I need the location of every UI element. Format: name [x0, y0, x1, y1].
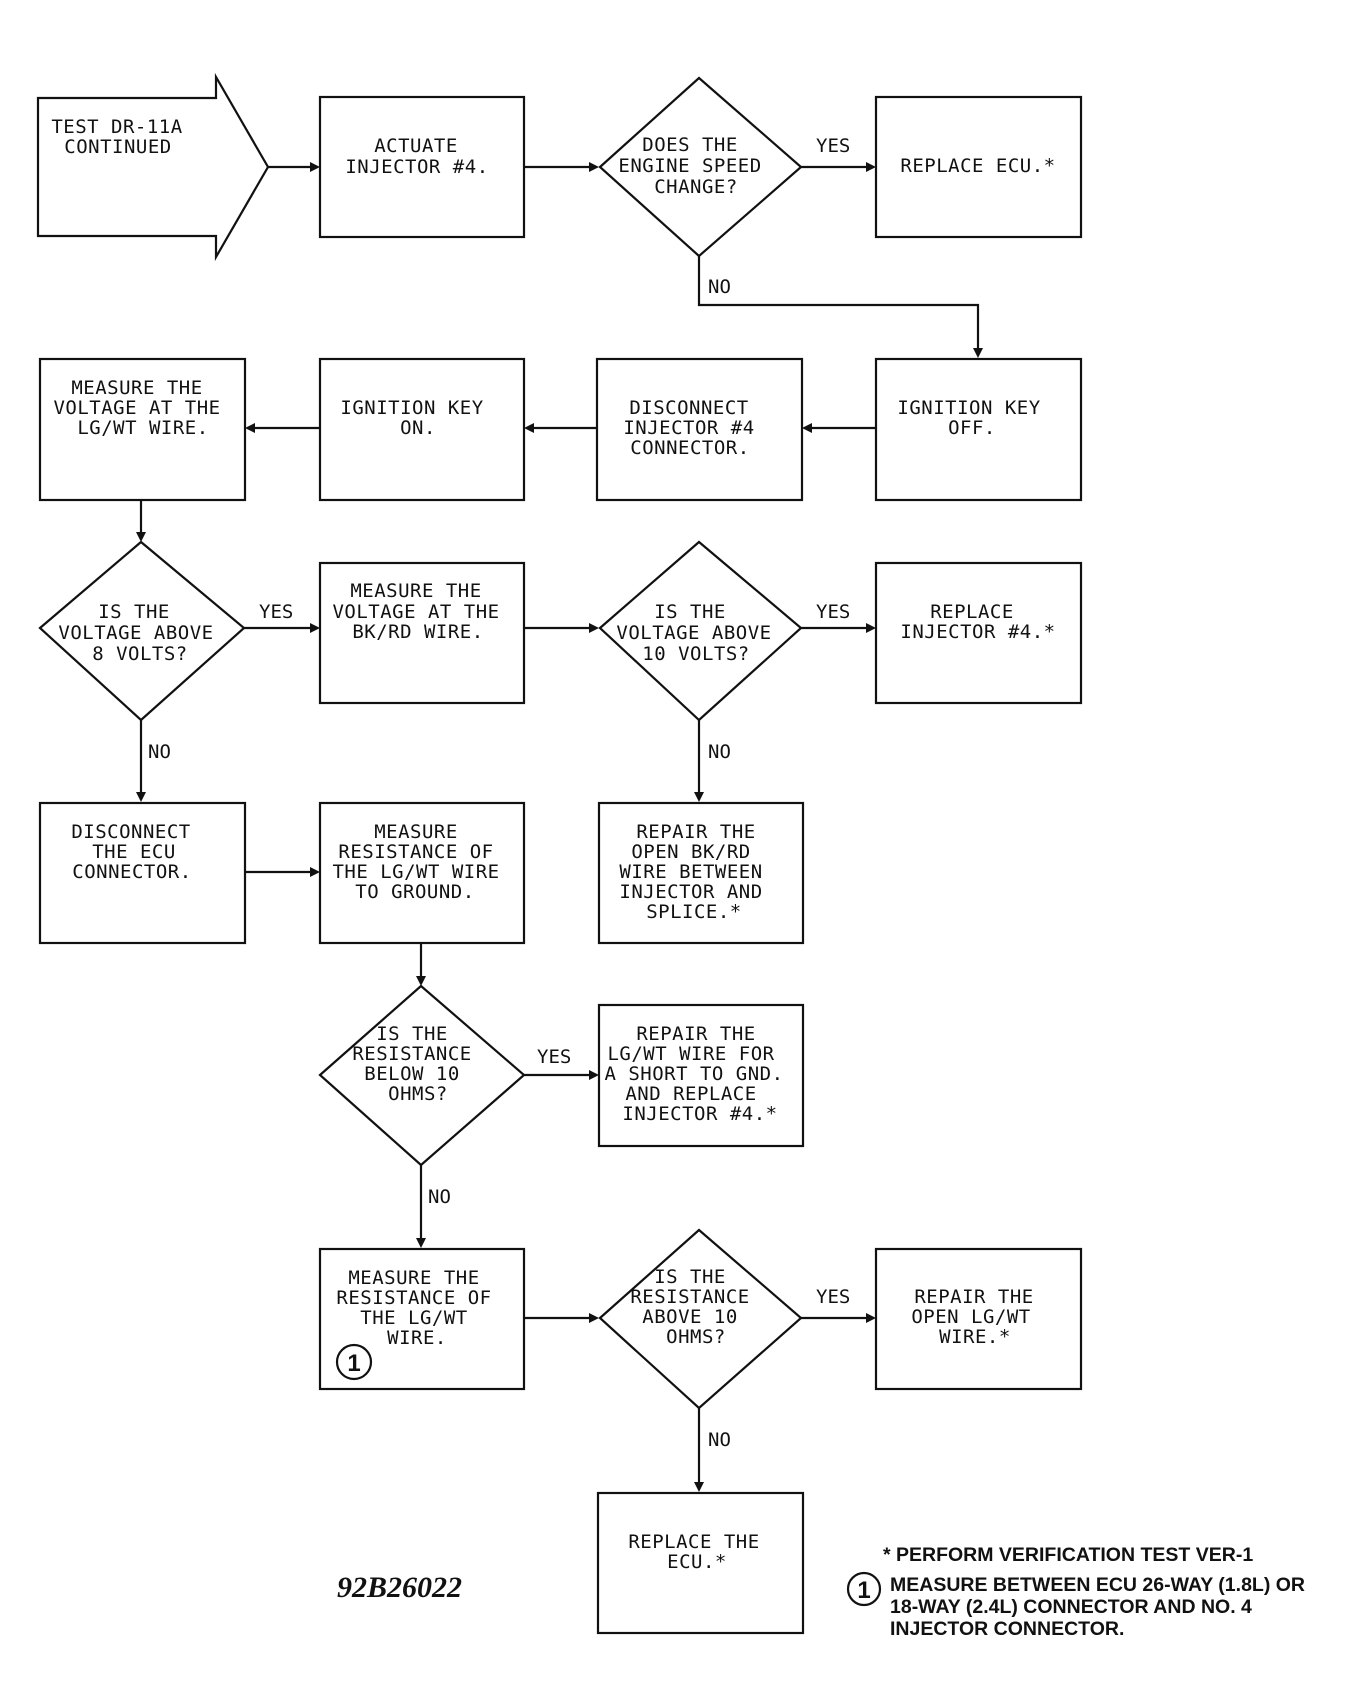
note-1-line-2: 18-WAY (2.4L) CONNECTOR AND NO. 4	[890, 1596, 1252, 1618]
svg-text:IS THE VOLTAGE ABOVE: IS THE VOLTAGE ABOVE 8 VOLTS?	[58, 601, 225, 665]
disconnect-injector-box: DISCONNECT INJECTOR #4 CONNECTOR.	[595, 357, 804, 502]
svg-text:TEST DR-11A CONTINUED: TEST DR-11A CONTINUED	[51, 116, 194, 158]
svg-text:MEASURE RESISTANCE OF: MEASURE RESISTANCE OF THE LG/WT WIRE TO …	[332, 821, 511, 903]
svg-text:MEASURE THE VOLTAGE AT T: MEASURE THE VOLTAGE AT THE LG/WT WIRE.	[53, 377, 232, 439]
yes-label: YES	[816, 601, 850, 623]
measure-resistance-lgwt-box: MEASURE THE RESISTANCE OF THE LG/WT WIRE…	[318, 1247, 526, 1391]
repair-open-bkrd-box: REPAIR THE OPEN BK/RD WIRE BETWEEN INJEC…	[597, 801, 805, 945]
measure-lgwt-voltage-box: MEASURE THE VOLTAGE AT THE LG/WT WIRE.	[38, 357, 247, 502]
svg-text:IS THE VOLTAGE ABOVE: IS THE VOLTAGE ABOVE 10 VOLTS?	[616, 601, 783, 665]
disconnect-ecu-box: DISCONNECT THE ECU CONNECTOR.	[38, 801, 247, 945]
svg-text:MEASURE THE RESISTANCE O: MEASURE THE RESISTANCE OF THE LG/WT WIRE…	[336, 1267, 503, 1349]
note-1-footnote-marker	[846, 1571, 882, 1607]
svg-text:IS THE RESISTANCE: IS THE RESISTANCE BELOW 10 OHMS?	[352, 1023, 483, 1105]
note-1-marker	[335, 1343, 373, 1381]
repair-open-lgwt-box: REPAIR THE OPEN LG/WT WIRE.*	[874, 1247, 1083, 1391]
no-label: NO	[708, 1429, 731, 1451]
replace-injector-box: REPLACE INJECTOR #4.*	[874, 561, 1083, 705]
ignition-key-off-box: IGNITION KEY OFF.	[874, 357, 1083, 502]
svg-text:IGNITION KEY OFF.: IGNITION KEY OFF.	[897, 397, 1052, 439]
svg-text:REPAIR THE OPEN BK/RD: REPAIR THE OPEN BK/RD WIRE BETWEEN INJEC…	[619, 821, 774, 923]
no-label: NO	[708, 276, 731, 298]
note-1-line-3: INJECTOR CONNECTOR.	[890, 1618, 1124, 1640]
svg-text:REPLACE THE ECU.*: REPLACE THE ECU.*	[628, 1531, 771, 1573]
svg-text:REPAIR THE OPEN LG/WT: REPAIR THE OPEN LG/WT WIRE.*	[911, 1286, 1045, 1348]
repair-short-to-ground-box: REPAIR THE LG/WT WIRE FOR A SHORT TO GND…	[597, 1003, 805, 1148]
note-1-footnote-marker-number: 1	[857, 1577, 870, 1604]
asterisk-footnote: * PERFORM VERIFICATION TEST VER-1	[883, 1544, 1253, 1566]
voltage-above-8-decision: IS THE VOLTAGE ABOVE 8 VOLTS?	[38, 540, 246, 722]
svg-text:MEASURE BETWEEN ECU 26-WAY (1.: MEASURE BETWEEN ECU 26-WAY (1.8L) OR 18-…	[890, 1574, 1310, 1640]
note-1-marker-number: 1	[347, 1350, 360, 1377]
no-label: NO	[428, 1186, 451, 1208]
yes-label: YES	[816, 1286, 850, 1308]
no-label: NO	[708, 741, 731, 763]
replace-the-ecu-box: REPLACE THE ECU.*	[596, 1491, 805, 1635]
svg-text:REPLACE ECU.*: REPLACE ECU.*	[900, 155, 1055, 177]
branch-labels: YES NO YES YES NO NO YES NO YES NO	[148, 135, 850, 1451]
resistance-below-10-decision: IS THE RESISTANCE BELOW 10 OHMS?	[318, 984, 526, 1167]
voltage-above-10-decision: IS THE VOLTAGE ABOVE 10 VOLTS?	[598, 540, 803, 722]
note-1-line-1: MEASURE BETWEEN ECU 26-WAY (1.8L) OR	[890, 1574, 1305, 1596]
svg-text:ACTUATE INJECTOR #4.: ACTUATE INJECTOR #4.	[345, 135, 488, 178]
engine-speed-decision: DOES THE ENGINE SPEED CHANGE?	[598, 76, 803, 258]
resistance-above-10-decision: IS THE RESISTANCE ABOVE 10 OHMS?	[598, 1228, 803, 1410]
actuate-injector-box: ACTUATE INJECTOR #4.	[318, 95, 526, 239]
yes-label: YES	[816, 135, 850, 157]
measure-resistance-to-ground-box: MEASURE RESISTANCE OF THE LG/WT WIRE TO …	[318, 801, 526, 945]
start-block-arrow: TEST DR-11A CONTINUED	[36, 72, 270, 262]
svg-text:IS THE RESISTANCE: IS THE RESISTANCE ABOVE 10 OHMS?	[630, 1266, 761, 1348]
svg-text:REPLACE INJECTOR #4.*: REPLACE INJECTOR #4.*	[900, 601, 1055, 643]
yes-label: YES	[259, 601, 293, 623]
no-label: NO	[148, 741, 171, 763]
svg-text:IGNITION KEY ON.: IGNITION KEY ON.	[340, 397, 495, 439]
measure-bkrd-voltage-box: MEASURE THE VOLTAGE AT THE BK/RD WIRE.	[318, 561, 526, 705]
svg-text:REPAIR THE LG/WT WIRE FO: REPAIR THE LG/WT WIRE FOR A SHORT TO GND…	[604, 1023, 795, 1125]
svg-text:MEASURE THE VOLTAGE AT T: MEASURE THE VOLTAGE AT THE BK/RD WIRE.	[332, 580, 511, 643]
footnotes: * PERFORM VERIFICATION TEST VER-1 1 MEAS…	[846, 1544, 1310, 1640]
svg-text:DISCONNECT THE ECU: DISCONNECT THE ECU CONNECTOR.	[71, 821, 202, 883]
svg-text:DISCONNECT INJECTOR #4: DISCONNECT INJECTOR #4 CONNECTOR.	[623, 397, 766, 459]
figure-code: 92B26022	[337, 1571, 462, 1604]
svg-text:DOES THE ENGINE SPEED: DOES THE ENGINE SPEED CHANGE?	[618, 134, 773, 198]
connectors	[136, 162, 983, 1492]
ignition-key-on-box: IGNITION KEY ON.	[318, 357, 526, 502]
replace-ecu-box: REPLACE ECU.*	[874, 95, 1083, 239]
yes-label: YES	[537, 1046, 571, 1068]
